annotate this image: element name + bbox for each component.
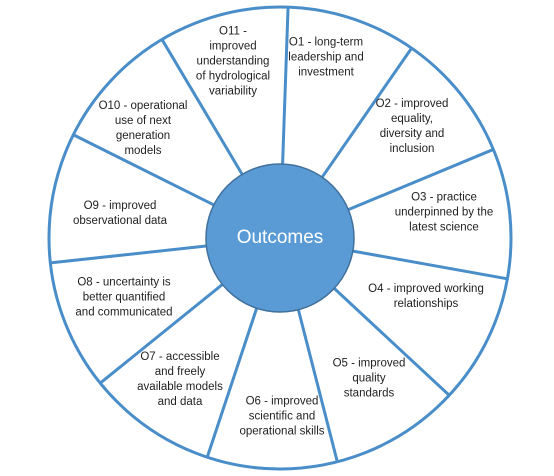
segment-divider [72,133,217,208]
segment-divider [296,307,339,463]
segment-label-o8: O8 - uncertainty is better quantified an… [75,276,173,319]
segment-label-o11: O11 - improved understanding of hydrolog… [195,25,271,98]
center-label: Outcomes [236,227,324,248]
segment-label-o6: O6 - improved scientific and operational… [239,395,325,438]
segment-divider [99,282,225,385]
segment-divider [205,305,259,458]
segment-label-o3: O3 - practice underpinned by the latest … [394,191,494,234]
segment-label-o1: O1 - long-term leadership and investment [288,36,364,79]
segment-label-o4: O4 - improved working relationships [368,283,484,310]
segment-label-o10: O10 - operational use of next generation… [98,100,188,157]
segment-divider [160,38,245,177]
segment-divider [281,7,290,167]
center-circle [205,163,355,313]
segment-divider [319,47,413,180]
segment-label-o2: O2 - improved equality, diversity and in… [375,98,449,155]
segment-divider [345,148,494,212]
segment-label-o5: O5 - improved quality standards [332,357,406,400]
segment-divider [50,244,209,265]
segment-label-o7: O7 - accessible and freely available mod… [137,351,223,408]
segment-divider [350,249,508,281]
segment-label-o9: O9 - improved observational data [73,200,167,227]
segment-dividers [50,7,508,463]
segment-divider [331,285,451,397]
